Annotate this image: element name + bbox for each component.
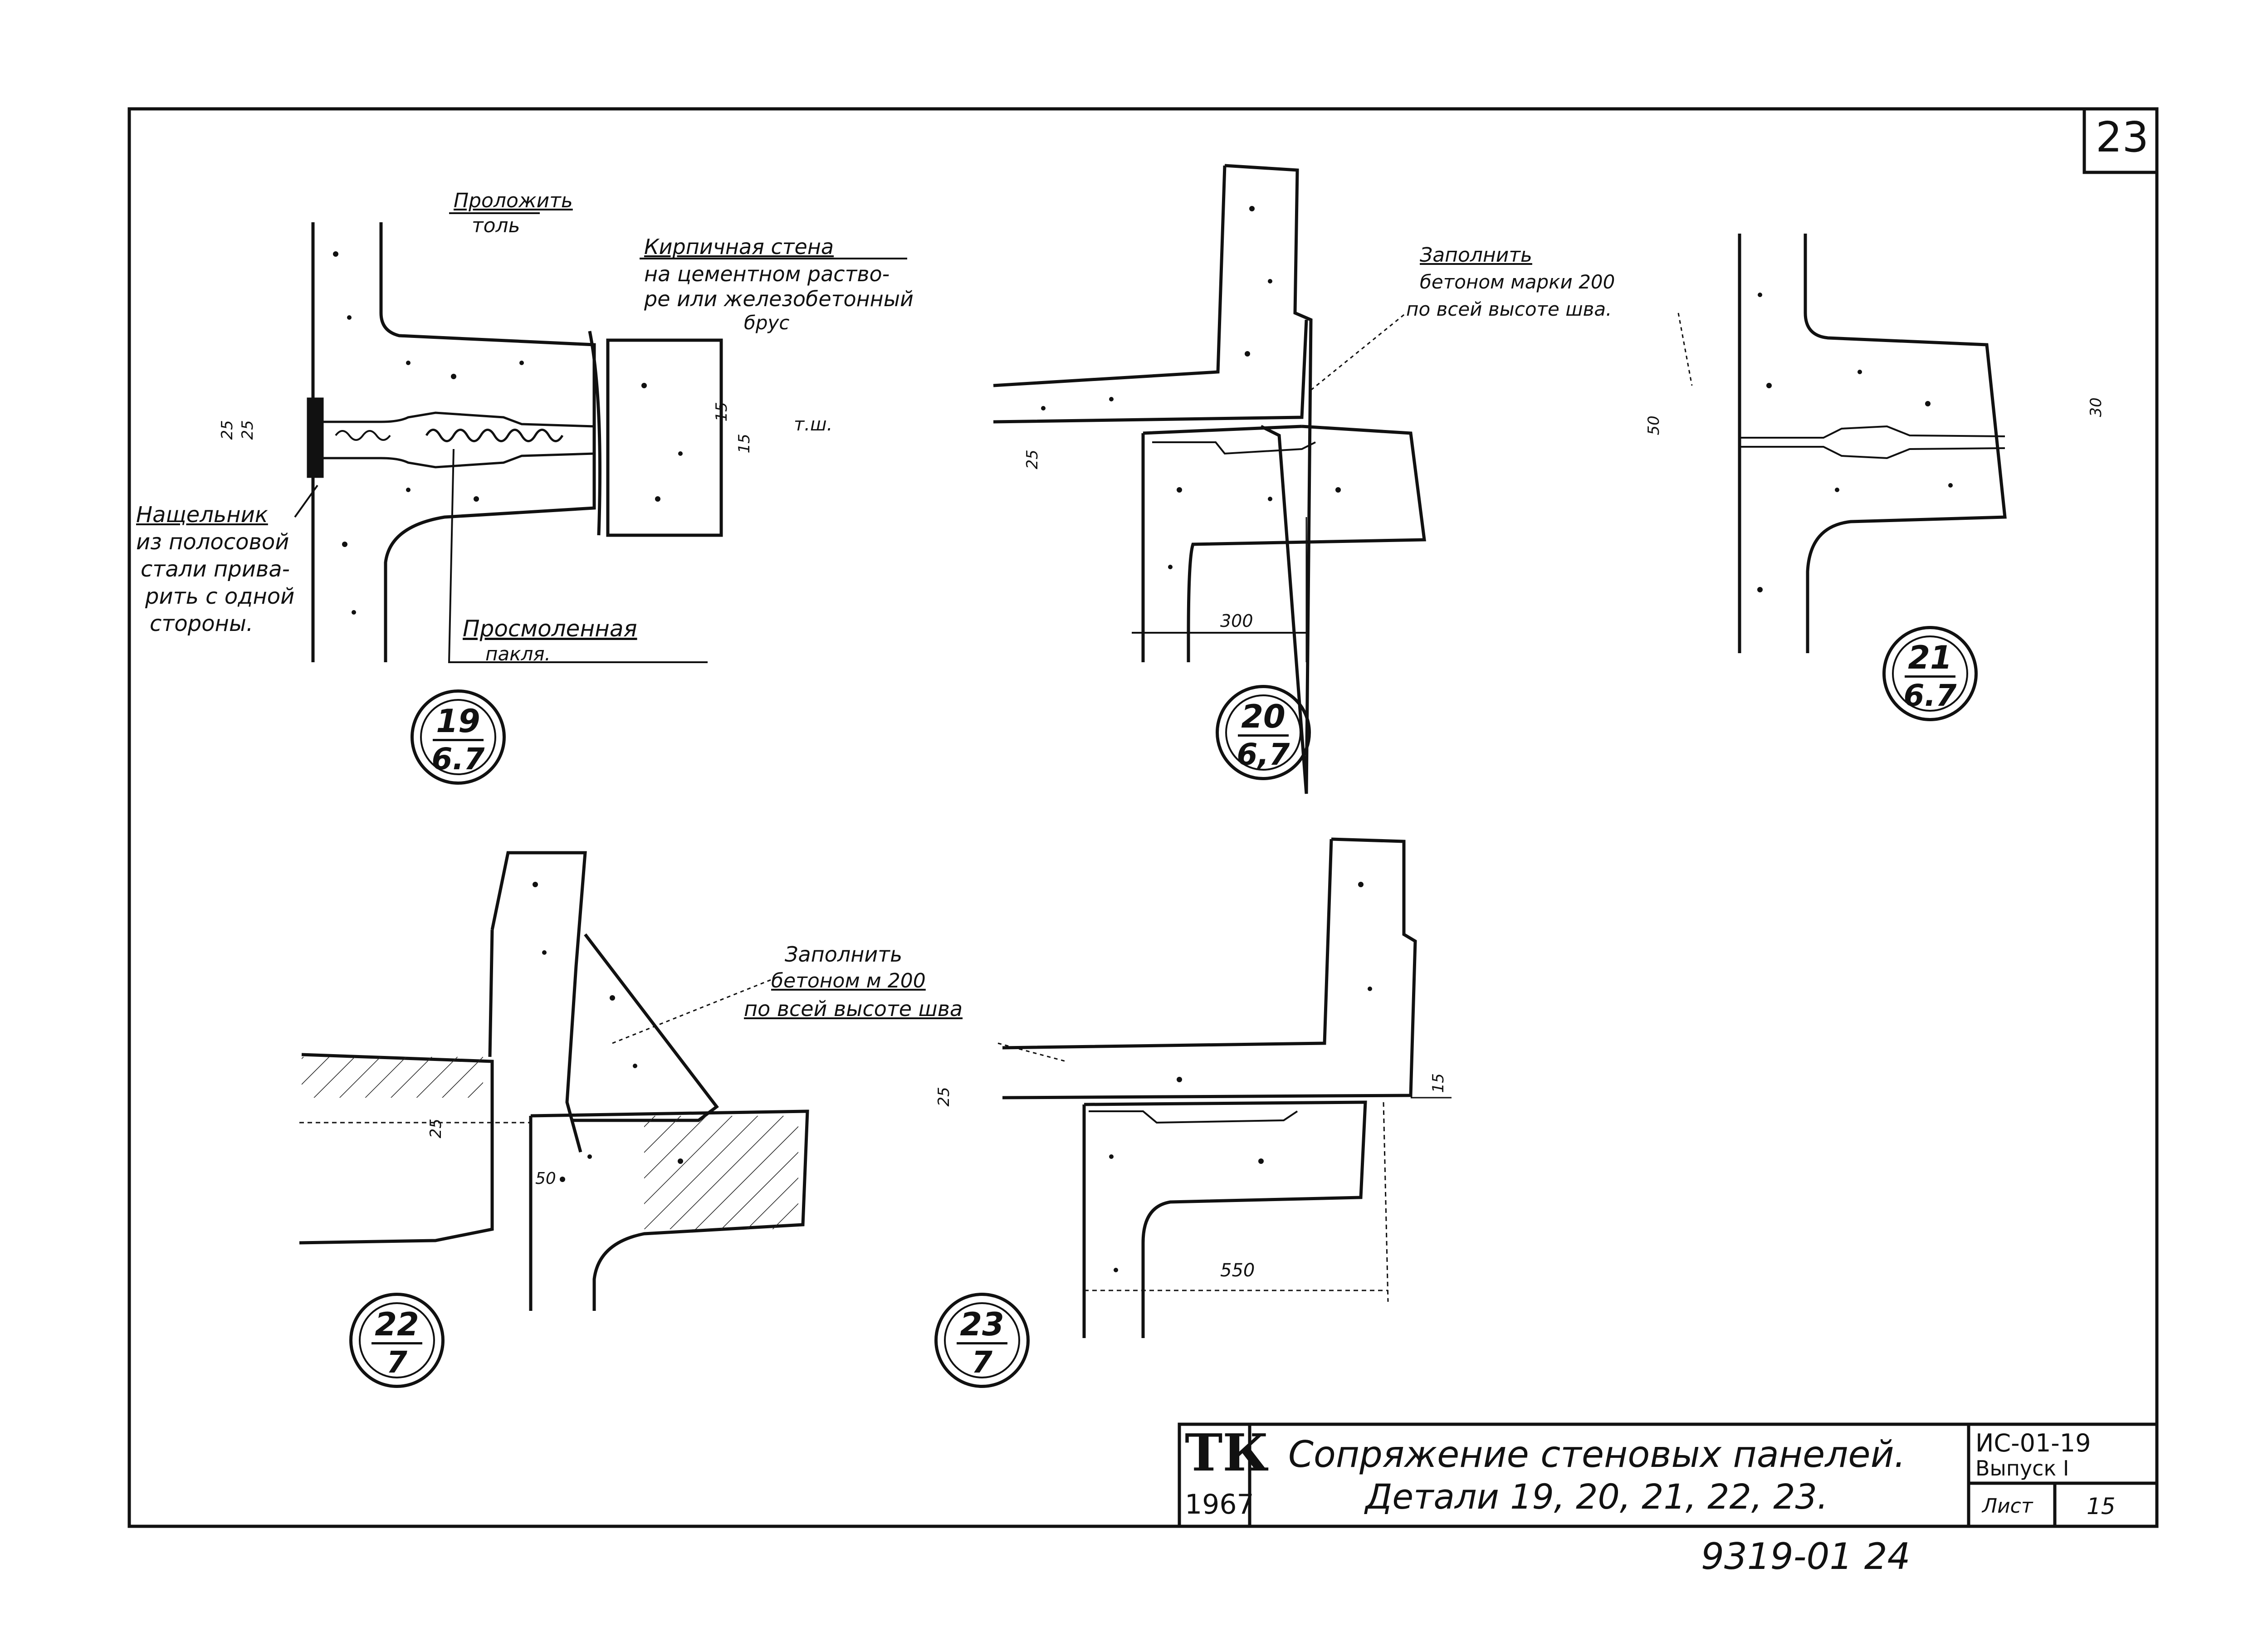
- note-cover-strip-1: Нащельник: [136, 502, 268, 528]
- dim-22-gap: 25: [426, 1119, 445, 1138]
- dim-19-a: 25: [218, 420, 236, 440]
- dim-21-a: 50: [1644, 415, 1663, 435]
- detail-23-drawing: [997, 837, 1452, 1338]
- detail-22-drawing: [299, 851, 809, 1311]
- note-joint-abbrev: т.ш.: [794, 414, 833, 435]
- note-fill-concrete-22-1: Заполнить: [785, 942, 903, 967]
- dim-19-d: 15: [735, 434, 753, 454]
- title-block-title-line1: Сопряжение стеновых панелей.: [1288, 1433, 1906, 1476]
- note-cover-strip-4: рить с одной: [145, 584, 295, 609]
- note-cover-strip-5: стороны.: [150, 611, 254, 636]
- note-brick-wall-2: на цементном раство-: [644, 262, 890, 286]
- dim-19-c: 15: [712, 402, 731, 422]
- detail-20-drawing: [993, 164, 1426, 794]
- dim-19-b: 25: [238, 420, 257, 440]
- title-block-issue: Выпуск I: [1975, 1456, 2069, 1480]
- note-lay-tol-2: толь: [472, 214, 520, 237]
- title-block-title-line2: Детали 19, 20, 21, 22, 23.: [1365, 1476, 1828, 1517]
- dim-20-len: 300: [1220, 611, 1253, 631]
- note-fill-concrete-20-2: бетоном марки 200: [1420, 271, 1615, 293]
- note-fill-concrete-22-3: по всей высоте шва: [744, 997, 963, 1021]
- sheet-corner-number: 23: [2096, 113, 2149, 161]
- title-block-year: 1967: [1185, 1489, 1254, 1520]
- dim-23-len: 550: [1220, 1260, 1255, 1281]
- note-brick-wall-3: ре или железобетонный: [644, 287, 914, 311]
- dim-23-b: 15: [1429, 1073, 1447, 1093]
- note-brick-wall-1: Кирпичная стена: [644, 235, 834, 259]
- title-block-org-mark: ТК: [1185, 1423, 1269, 1483]
- title-block-series: ИС-01-19: [1975, 1429, 2091, 1457]
- title-block-sheet-number: 15: [2087, 1493, 2116, 1520]
- note-fill-concrete-22-2: бетоном м 200: [771, 969, 926, 992]
- note-brick-wall-4: брус: [744, 312, 790, 334]
- note-tarred-oakum-2: пакля.: [485, 643, 551, 665]
- note-tarred-oakum-1: Просмоленная: [463, 616, 637, 642]
- detail-21-drawing: [1677, 234, 2007, 653]
- detail-19-drawing: [294, 212, 907, 663]
- title-block-sheet-label: Лист: [1982, 1495, 2033, 1518]
- sheet-number-box: [2082, 107, 2159, 174]
- title-block-frame: [1178, 1422, 2159, 1528]
- note-fill-concrete-20-3: по всей высоте шва.: [1406, 298, 1612, 320]
- dim-20-gap: 25: [1023, 450, 1041, 469]
- dim-21-b: 30: [2087, 397, 2105, 417]
- note-cover-strip-3: стали прива-: [141, 557, 290, 582]
- dim-22-b: 50: [535, 1169, 556, 1188]
- note-lay-tol-1: Проложить: [454, 189, 573, 212]
- dim-23-gap: 25: [934, 1087, 953, 1107]
- archive-stamp: 9319-01 24: [1701, 1535, 1911, 1578]
- note-cover-strip-2: из полосовой: [136, 529, 289, 555]
- note-fill-concrete-20-1: Заполнить: [1420, 244, 1532, 267]
